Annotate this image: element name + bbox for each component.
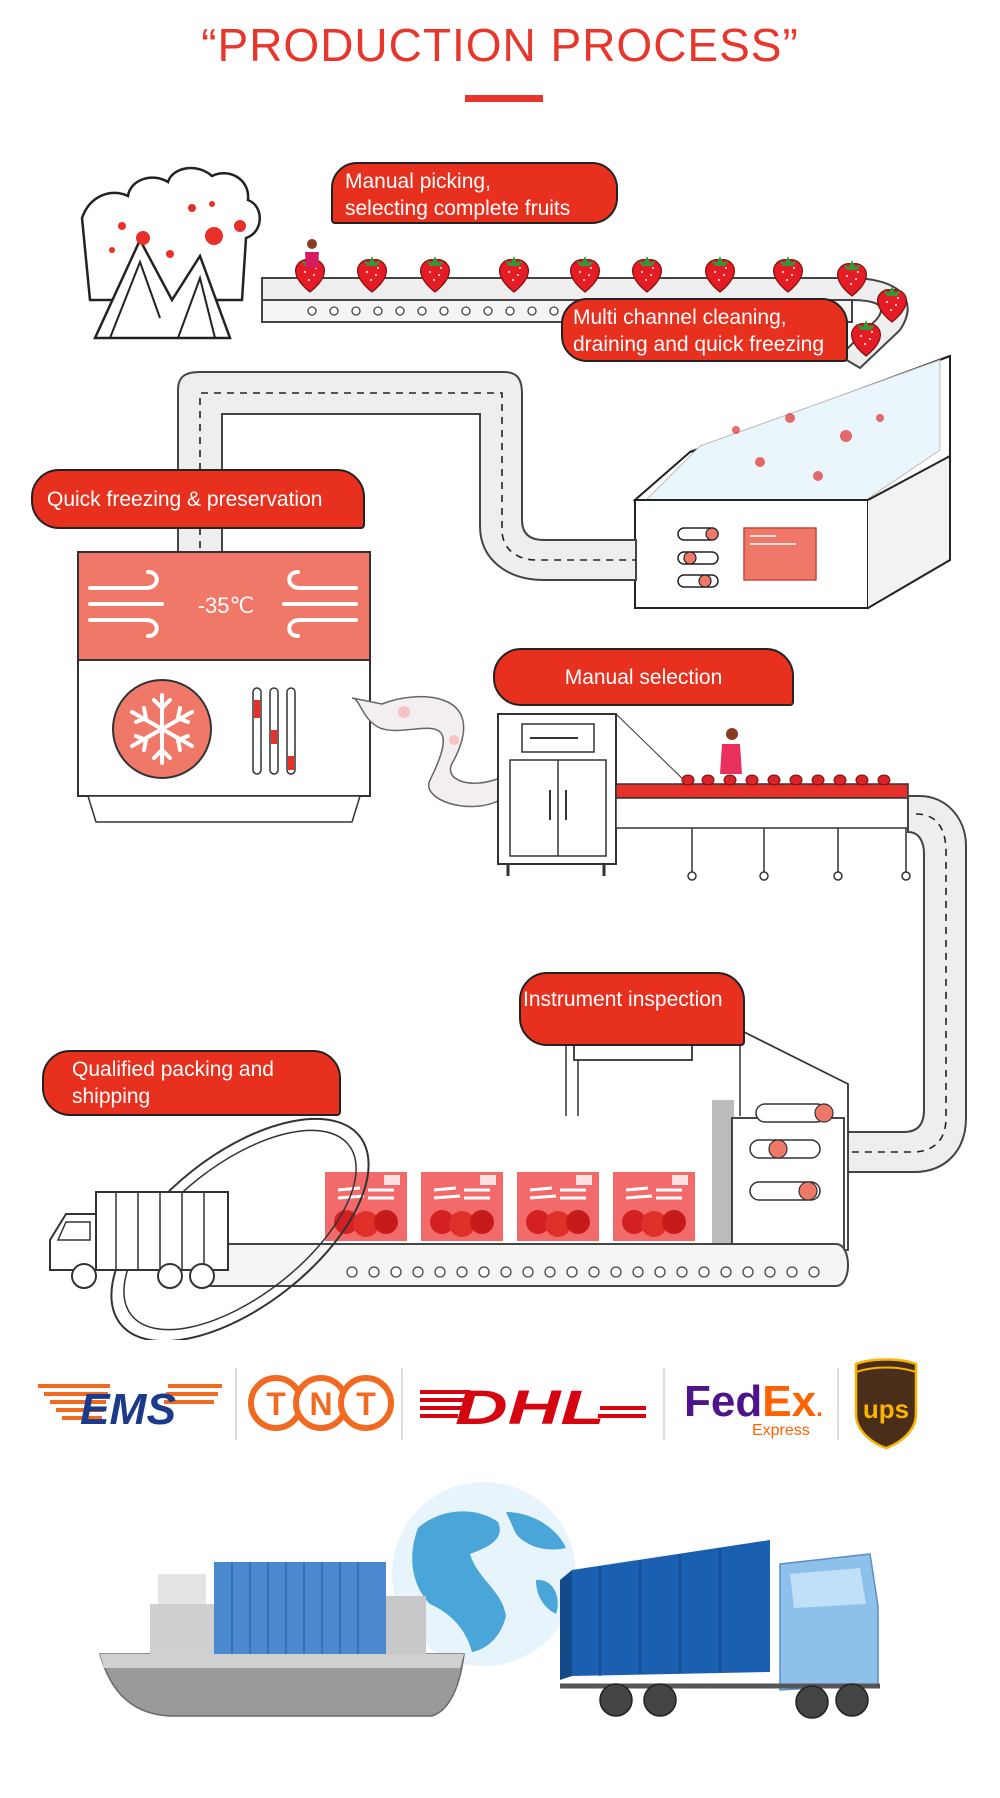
air-flow-icon — [88, 570, 358, 638]
step-text-line: Quick freezing & preservation — [47, 488, 323, 511]
fedex-dot-text: . — [816, 1395, 823, 1422]
step-bubble-cleaning: Multi channel cleaning, draining and qui… — [561, 298, 848, 362]
step-text-line: Qualified packing and — [72, 1058, 274, 1081]
step-text-line: Manual selection — [564, 666, 723, 689]
ups-logo-text: ups — [863, 1394, 909, 1424]
step-bubble-manual-selection: Manual selection — [493, 648, 794, 706]
logo-divider — [235, 1368, 839, 1440]
ems-logo: EMS — [38, 1384, 222, 1434]
global-shipping-illustration — [99, 1482, 880, 1719]
carrier-logos: EMS T N T DHL FedEx. Express ups — [38, 1358, 918, 1450]
page-title: “PRODUCTION PROCESS” — [201, 19, 799, 71]
cleaning-tank-machine — [632, 354, 951, 609]
transfer-pipe-lower — [844, 795, 967, 1173]
dhl-logo-text: DHL — [455, 1382, 605, 1435]
step-text-line: Manual picking, — [345, 170, 491, 193]
fedex-express-text: Express — [752, 1422, 810, 1439]
step-text-line: shipping — [72, 1085, 151, 1108]
step-bubble-packing-shipping: Qualified packing and shipping — [42, 1050, 341, 1116]
transfer-pipe-upper — [177, 371, 637, 581]
step-bubble-manual-picking: Manual picking, selecting complete fruit… — [331, 162, 618, 224]
fedex-logo: FedEx. Express — [684, 1377, 823, 1439]
step-text-line: draining and quick freezing — [573, 333, 824, 356]
freezer-outlet-tube — [351, 695, 501, 808]
selection-cabinet — [497, 713, 691, 876]
dhl-logo: DHL — [420, 1382, 646, 1435]
step-text-line: Multi channel cleaning, — [573, 306, 787, 329]
step-text-line: selecting complete fruits — [345, 197, 571, 220]
strawberry-package-icon — [322, 1158, 698, 1244]
snowflake-icon — [112, 679, 212, 779]
inspection-machine — [565, 1029, 849, 1251]
quick-freezer-machine — [77, 551, 371, 823]
tnt-logo: T N T — [248, 1375, 394, 1431]
tnt-letter: T — [266, 1386, 286, 1422]
sorting-worker-icon — [720, 728, 742, 774]
picker-worker-icon — [305, 239, 319, 268]
tnt-letter: N — [309, 1386, 332, 1422]
container-truck-icon — [560, 1540, 880, 1719]
svg-text:FedEx.: FedEx. — [684, 1377, 823, 1426]
cargo-ship-icon — [99, 1562, 465, 1717]
globe-icon — [392, 1482, 576, 1666]
selection-conveyor — [615, 728, 911, 881]
process-diagram: -35℃ — [49, 166, 967, 1340]
step-text-line: Instrument inspection — [523, 988, 723, 1011]
title-underline — [465, 95, 543, 102]
fedex-fed-text: Fed — [684, 1377, 762, 1426]
delivery-truck-illustration — [49, 1117, 370, 1340]
step-bubble-instrument-inspection: Instrument inspection — [519, 972, 745, 1046]
ups-logo: ups — [854, 1358, 918, 1450]
freezer-temperature-readout: -35℃ — [198, 593, 255, 618]
mountain-orchard-illustration — [80, 166, 261, 340]
ems-logo-text: EMS — [80, 1385, 176, 1434]
fedex-ex-text: Ex — [762, 1377, 816, 1426]
tnt-letter: T — [356, 1386, 376, 1422]
step-bubble-quick-freezing: Quick freezing & preservation — [31, 469, 365, 529]
